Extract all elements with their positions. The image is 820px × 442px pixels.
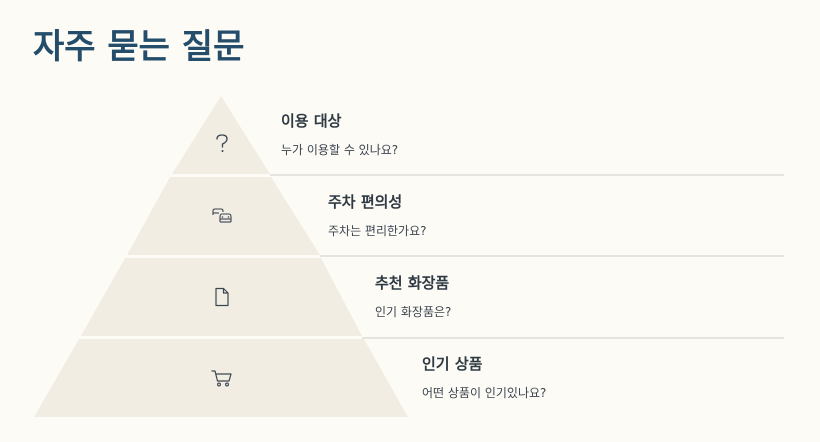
question-mark-icon [212, 133, 232, 159]
faq-title-parking: 주차 편의성 [328, 193, 403, 211]
faq-question-cosmetics: 인기 화장품은? [375, 305, 452, 319]
faq-question-popular-products: 어떤 상품이 인기있나요? [422, 386, 547, 400]
pyramid-tier-2 [127, 177, 320, 255]
faq-title-cosmetics: 추천 화장품 [375, 274, 450, 292]
shopping-cart-icon [211, 368, 233, 392]
document-icon [213, 287, 231, 311]
faq-title-popular-products: 인기 상품 [422, 355, 483, 373]
pyramid-tier-3 [81, 258, 362, 336]
car-icon [211, 206, 233, 228]
faq-question-parking: 주차는 편리한가요? [328, 224, 427, 238]
faq-title-audience: 이용 대상 [281, 112, 342, 130]
page-title: 자주 묻는 질문 [33, 27, 245, 67]
pyramid-tier-4 [34, 339, 408, 417]
faq-question-audience: 누가 이용할 수 있나요? [281, 143, 399, 157]
